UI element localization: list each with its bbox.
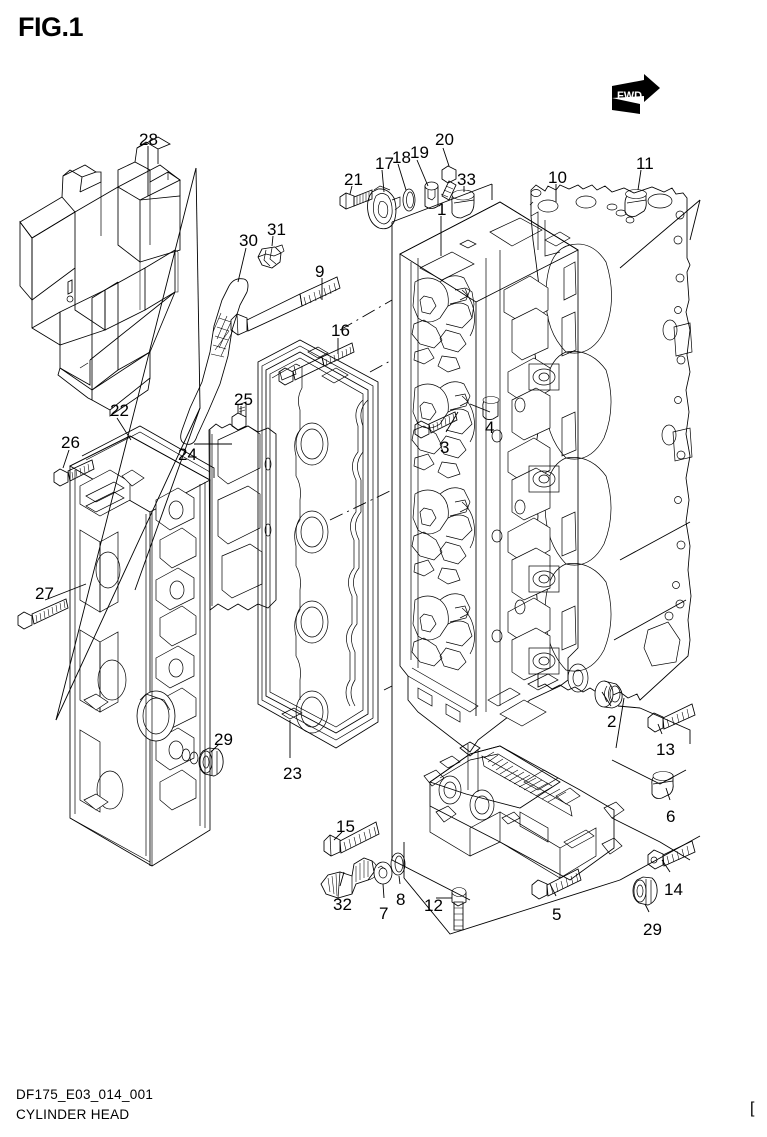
part-31-clamp <box>257 244 285 269</box>
callout-label: 20 <box>435 130 454 149</box>
part-29-nut-right <box>632 876 658 906</box>
callout-label: 30 <box>239 231 258 250</box>
part-5-bolt <box>531 868 582 900</box>
part-20-bolt <box>440 165 457 201</box>
callout-label: 16 <box>331 321 350 340</box>
callout-label: 29 <box>643 920 662 939</box>
fwd-direction-icon: FWD <box>612 74 660 114</box>
part-17-sensor <box>367 185 401 230</box>
callout-label: 17 <box>375 154 394 173</box>
callout-label: 29 <box>214 730 233 749</box>
part-27-bolt <box>17 598 69 630</box>
callout-label: 5 <box>552 905 562 924</box>
figure-code: DF175_E03_014_001 <box>16 1087 154 1102</box>
part-2-cap <box>594 680 623 709</box>
part-8-gasket-ring <box>390 852 406 876</box>
part-24-separator-plate <box>208 423 277 611</box>
svg-text:FWD: FWD <box>617 90 642 102</box>
callout-label: 4 <box>485 418 495 437</box>
part-6-dowel <box>651 771 674 799</box>
callout-label: 28 <box>139 130 158 149</box>
callout-label: 33 <box>457 170 476 189</box>
assembly-reference-lines <box>55 167 701 935</box>
callout-label: 23 <box>283 764 302 783</box>
callout-label: 10 <box>548 168 567 187</box>
callout-label: 24 <box>178 445 197 464</box>
callout-label: 3 <box>440 438 450 457</box>
page-title: FIG.1 <box>18 12 84 42</box>
part-7-washer <box>373 861 393 885</box>
callout-label: 12 <box>424 896 443 915</box>
callout-label: 15 <box>336 817 355 836</box>
callout-label: 7 <box>379 904 389 923</box>
callout-label: 22 <box>110 401 129 420</box>
callout-label: 2 <box>607 712 617 731</box>
part-9-bolt <box>230 276 341 336</box>
callout-label: 25 <box>234 390 253 409</box>
part-26-bolt <box>53 459 95 487</box>
callout-label: 9 <box>315 262 325 281</box>
callout-label: 8 <box>396 890 406 909</box>
callout-label: 13 <box>656 740 675 759</box>
callout-label: 27 <box>35 584 54 603</box>
part-32-spark-plug <box>320 857 378 899</box>
part-18-o-ring <box>402 188 416 212</box>
part-14-bolt <box>647 840 696 870</box>
part-1-cylinder-head <box>399 201 589 753</box>
figure-name: CYLINDER HEAD <box>16 1107 130 1122</box>
callout-label: 31 <box>267 220 286 239</box>
part-28-coil-cover <box>19 136 181 417</box>
part-23-cover-gasket <box>257 339 379 749</box>
callout-label: 26 <box>61 433 80 452</box>
part-33-plug <box>451 189 475 219</box>
page-bracket: [ <box>750 1100 755 1117</box>
part-16-bolt <box>278 342 355 386</box>
part-11-dowel <box>624 189 647 217</box>
part-12-bolt <box>451 887 467 931</box>
part-29-nut-left <box>181 747 224 777</box>
part-13-bolt <box>647 703 696 733</box>
callout-label: 14 <box>664 880 683 899</box>
part-30-hose <box>180 278 249 445</box>
callout-label: 32 <box>333 895 352 914</box>
callout-leaders <box>44 146 671 913</box>
callout-label: 21 <box>344 170 363 189</box>
callout-label: 19 <box>410 143 429 162</box>
camshaft-housing-assembly <box>423 741 625 881</box>
part-22-head-cover <box>69 425 215 867</box>
callout-label: 6 <box>666 807 676 826</box>
part-3-bolt <box>414 411 458 439</box>
part-10-head-gasket <box>529 184 693 701</box>
part-21-bolt <box>339 189 373 210</box>
callout-label: 18 <box>392 148 411 167</box>
callout-label: 1 <box>437 200 447 219</box>
callout-label: 11 <box>636 154 654 173</box>
part-4-dowel-pin <box>482 396 500 420</box>
